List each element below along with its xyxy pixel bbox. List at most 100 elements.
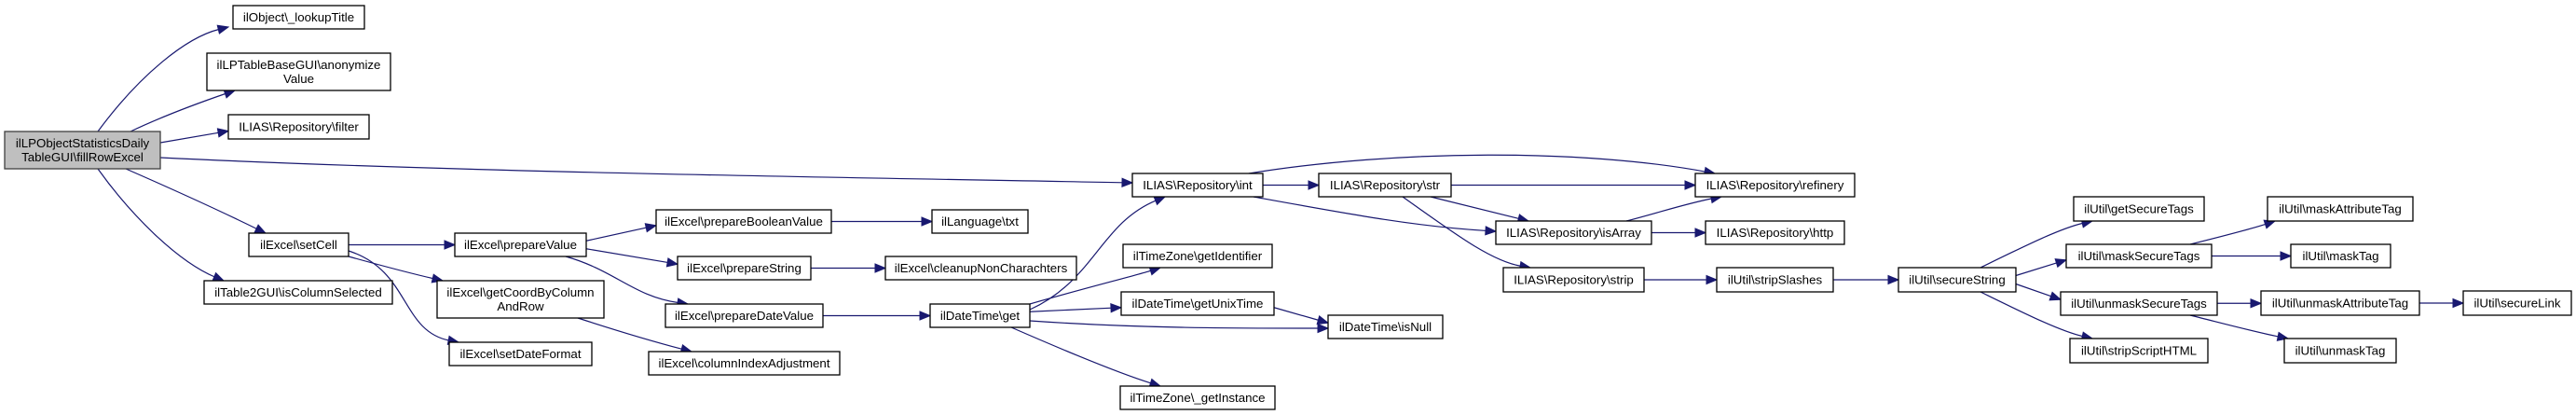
graph-node[interactable]: ilUtil\getSecureTags <box>2073 196 2205 222</box>
edge-line <box>1010 326 1152 384</box>
arrowhead-icon <box>444 240 457 250</box>
node-label: TableGUI\fillRowExcel <box>21 150 144 164</box>
graph-node[interactable]: ilUtil\maskAttributeTag <box>2267 196 2414 222</box>
node-label: ILIAS\Repository\refinery <box>1706 178 1844 192</box>
node-box <box>1120 291 1275 316</box>
arrowhead-icon <box>1684 180 1697 190</box>
graph-node[interactable]: ilExcel\setCell <box>248 232 349 257</box>
arrowhead-icon <box>212 271 226 282</box>
graph-node[interactable]: ilDateTime\getUnixTime <box>1120 291 1275 316</box>
edge-line <box>577 317 683 351</box>
graph-node[interactable]: ILIAS\Repository\filter <box>227 114 370 140</box>
node-box <box>884 256 1077 281</box>
edge-line <box>348 256 434 280</box>
node-label: ilUtil\secureLink <box>2473 297 2560 311</box>
graph-node[interactable]: ilExcel\prepareDateValue <box>665 303 824 328</box>
arrowhead-icon <box>1706 274 1719 285</box>
node-box <box>1318 173 1452 198</box>
graph-node[interactable]: ilExcel\prepareString <box>677 256 812 281</box>
graph-node[interactable]: ILIAS\Repository\strip <box>1502 267 1645 293</box>
edge-line <box>1248 154 1706 174</box>
edge-maskSecureTags-to-maskAttributeTag <box>2189 219 2277 245</box>
node-box <box>1131 173 1264 198</box>
graph-node[interactable]: ilObject\_lookupTitle <box>232 5 365 30</box>
graph-node[interactable]: ILIAS\Repository\refinery <box>1694 173 1856 198</box>
arrowhead-icon <box>1308 180 1321 190</box>
edge-getUnixTime-to-isNull <box>1273 307 1330 325</box>
graph-node[interactable]: ilUtil\unmaskAttributeTag <box>2260 290 2420 316</box>
edge-secureString-to-unmaskSecureTags <box>2015 283 2062 301</box>
graph-node[interactable]: ilUtil\stripScriptHTML <box>2069 338 2209 364</box>
arrowhead-icon <box>644 223 658 233</box>
node-label: ilUtil\getSecureTags <box>2084 202 2194 216</box>
graph-node[interactable]: ilExcel\cleanupNonCharachters <box>884 256 1077 281</box>
graph-node[interactable]: ilExcel\prepareBooleanValue <box>655 209 832 234</box>
graph-node[interactable]: ILIAS\Repository\isArray <box>1495 220 1652 245</box>
graph-node[interactable]: ilUtil\maskTag <box>2290 243 2391 269</box>
node-label: ilUtil\unmaskAttributeTag <box>2272 297 2408 311</box>
graph-node[interactable]: ilTimeZone\getIdentifier <box>1122 243 1273 269</box>
graph-node[interactable]: ILIAS\Repository\str <box>1318 173 1452 198</box>
node-label: ilExcel\prepareString <box>687 261 802 275</box>
node-label: ilDateTime\isNull <box>1339 320 1432 334</box>
graph-node[interactable]: ILIAS\Repository\http <box>1705 220 1845 245</box>
edge-fillRowExcel-to-repInt <box>159 157 1134 188</box>
graph-node[interactable]: ilTable2GUI\isColumnSelected <box>203 280 393 305</box>
node-label: ilExcel\setDateFormat <box>459 347 581 361</box>
graph-node[interactable]: ilUtil\unmaskTag <box>2283 338 2397 364</box>
arrowhead-icon <box>216 128 230 138</box>
graph-node[interactable]: ilLanguage\txt <box>931 209 1029 234</box>
graph-node[interactable]: ilDateTime\isNull <box>1327 314 1444 339</box>
node-label: ilExcel\columnIndexAdjustment <box>658 356 829 370</box>
arrowhead-icon <box>1121 177 1134 188</box>
graph-node[interactable]: ilExcel\setDateFormat <box>448 341 593 367</box>
node-box <box>2073 196 2205 222</box>
node-box <box>232 5 365 30</box>
node-box <box>248 232 349 257</box>
edge-repInt-to-refinery <box>1248 154 1717 177</box>
edge-line <box>97 28 220 132</box>
edge-line <box>1402 196 1522 267</box>
graph-node[interactable]: ilUtil\secureString <box>1898 267 2017 293</box>
node-box <box>227 114 370 140</box>
edge-dtGet-to-isNull <box>1029 320 1330 334</box>
node-box <box>2065 243 2213 269</box>
edge-line <box>2189 314 2280 338</box>
edge-line <box>130 92 226 132</box>
graph-node[interactable]: ilUtil\stripSlashes <box>1716 267 1834 293</box>
edge-stripSlashes-to-secureString <box>1833 274 1900 285</box>
graph-node[interactable]: ilUtil\maskSecureTags <box>2065 243 2213 269</box>
edge-repInt-to-repStr <box>1263 180 1321 190</box>
node-label: ilTimeZone\getIdentifier <box>1133 249 1263 263</box>
edge-line <box>1273 307 1320 322</box>
graph-node[interactable]: ilUtil\unmaskSecureTags <box>2060 291 2218 316</box>
edge-line <box>2189 223 2267 245</box>
node-label: ILIAS\Repository\isArray <box>1506 226 1641 240</box>
edge-unmaskSecureTags-to-unmaskTag <box>2189 314 2290 341</box>
arrowhead-icon <box>874 263 887 273</box>
edge-repInt-to-isArray <box>1253 196 1498 236</box>
graph-node[interactable]: ilDateTime\get <box>929 303 1031 328</box>
edge-unmaskSecureTags-to-unmaskAttributeTag <box>2217 298 2263 309</box>
root-node[interactable]: ilLPObjectStatisticsDailyTableGUI\fillRo… <box>4 131 161 170</box>
edge-unmaskAttributeTag-to-secureLink <box>2419 297 2465 309</box>
edge-isArray-to-refinery <box>1625 193 1723 222</box>
edge-line <box>159 157 1124 184</box>
edge-dtGet-to-getInstance <box>1010 326 1162 388</box>
graph-node[interactable]: ILIAS\Repository\int <box>1131 173 1264 198</box>
graph-node[interactable]: ilExcel\columnIndexAdjustment <box>648 351 841 376</box>
arrowhead-icon <box>2250 298 2263 309</box>
graph-node[interactable]: ilExcel\prepareValue <box>454 232 587 257</box>
edges-layer <box>97 24 2465 388</box>
node-label: ilTable2GUI\isColumnSelected <box>214 285 382 299</box>
graph-node[interactable]: ilTimeZone\_getInstance <box>1119 385 1276 410</box>
edge-secureString-to-maskSecureTags <box>2015 258 2068 277</box>
edge-line <box>1980 222 2084 269</box>
edge-line <box>585 227 648 242</box>
graph-node[interactable]: ilUtil\secureLink <box>2462 290 2572 316</box>
arrowhead-icon <box>2280 251 2293 261</box>
arrowhead-icon <box>2054 258 2068 269</box>
node-box <box>665 303 824 328</box>
